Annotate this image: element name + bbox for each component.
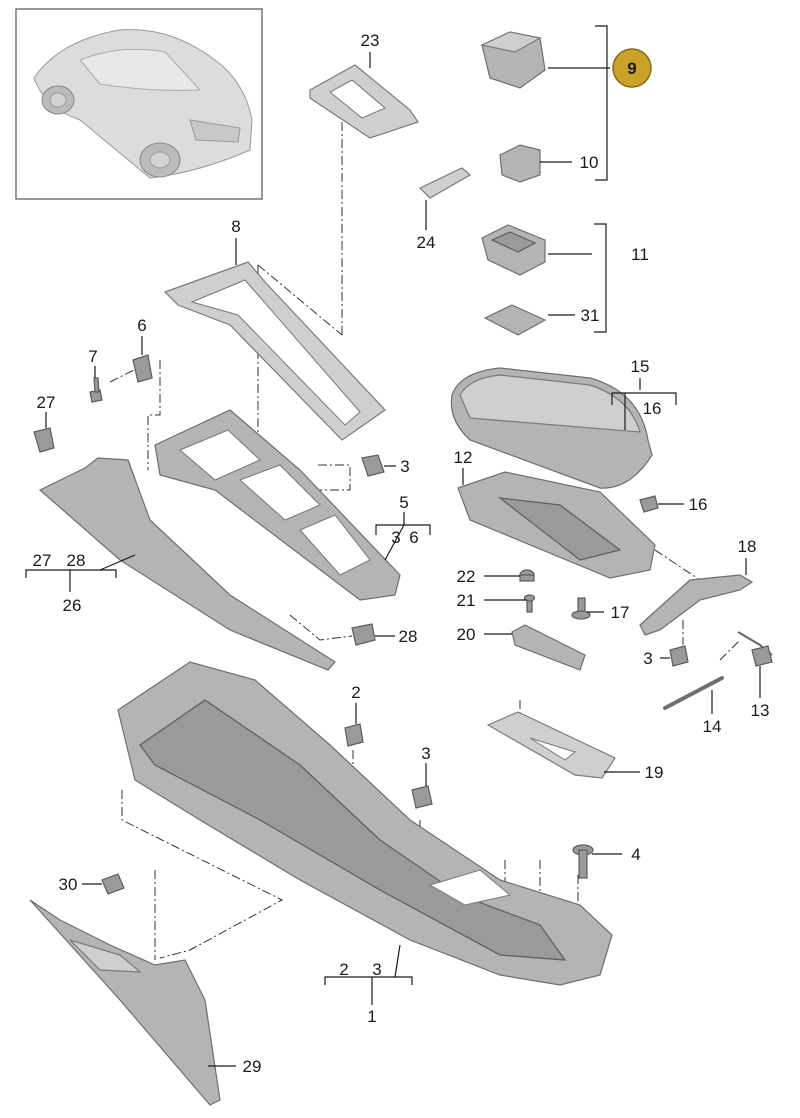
part-30-clip bbox=[101, 873, 125, 895]
part-17-bolt bbox=[571, 597, 591, 620]
part-8-trim-frame bbox=[163, 261, 386, 441]
callout-14[interactable]: 14 bbox=[703, 717, 722, 736]
callout-28[interactable]: 28 bbox=[399, 627, 418, 646]
callout-2[interactable]: 2 bbox=[351, 683, 360, 702]
callout-8[interactable]: 8 bbox=[231, 217, 240, 236]
callout-6[interactable]: 6 bbox=[137, 316, 146, 335]
vehicle-thumbnail bbox=[15, 8, 263, 200]
part-11-tray bbox=[481, 224, 546, 276]
part-12-armrest-base bbox=[457, 471, 656, 579]
callout-6-sub[interactable]: 6 bbox=[409, 528, 418, 547]
part-7-screw bbox=[89, 377, 103, 403]
part-15-armrest-lid bbox=[450, 367, 653, 489]
callout-10[interactable]: 10 bbox=[580, 153, 599, 172]
part-3-clip-c bbox=[411, 785, 433, 809]
callout-13[interactable]: 13 bbox=[751, 701, 770, 720]
part-14-rod bbox=[663, 676, 724, 710]
part-23-shift-trim bbox=[309, 64, 419, 139]
callout-21[interactable]: 21 bbox=[457, 591, 476, 610]
callout-12[interactable]: 12 bbox=[454, 448, 473, 467]
callout-9: 9 bbox=[627, 59, 636, 78]
callout-3[interactable]: 3 bbox=[400, 457, 409, 476]
highlight-badge-9[interactable]: 9 bbox=[612, 48, 652, 88]
callout-20[interactable]: 20 bbox=[457, 625, 476, 644]
part-16-clip bbox=[639, 495, 659, 513]
callout-31[interactable]: 31 bbox=[581, 306, 600, 325]
part-6-clip bbox=[132, 354, 153, 383]
part-3-clip-b bbox=[669, 645, 689, 667]
part-26-side-trim bbox=[38, 457, 336, 671]
part-13-cable bbox=[737, 631, 773, 667]
part-22-bumper bbox=[519, 569, 535, 582]
part-10-insert bbox=[499, 144, 541, 183]
callout-27[interactable]: 27 bbox=[37, 393, 56, 412]
callout-29[interactable]: 29 bbox=[243, 1057, 262, 1076]
callout-28-sub[interactable]: 28 bbox=[67, 551, 86, 570]
callout-16[interactable]: 16 bbox=[689, 495, 708, 514]
part-27-clip bbox=[33, 427, 55, 453]
callout-3-sub[interactable]: 3 bbox=[391, 528, 400, 547]
callout-23[interactable]: 23 bbox=[361, 31, 380, 50]
part-1-main-console bbox=[117, 661, 613, 986]
part-3-clip-a bbox=[361, 454, 385, 477]
leader-lines bbox=[25, 25, 761, 1067]
callout-3-right[interactable]: 3 bbox=[643, 649, 652, 668]
callout-26[interactable]: 26 bbox=[63, 596, 82, 615]
part-28-clip bbox=[351, 623, 376, 646]
callout-5[interactable]: 5 bbox=[399, 493, 408, 512]
part-21-pin bbox=[523, 594, 536, 613]
callout-3-sub-lower[interactable]: 3 bbox=[372, 960, 381, 979]
callout-15[interactable]: 15 bbox=[631, 357, 650, 376]
part-2-clip bbox=[344, 723, 364, 747]
callout-7[interactable]: 7 bbox=[88, 347, 97, 366]
part-5-frame bbox=[154, 409, 401, 601]
part-18-bracket bbox=[639, 574, 754, 636]
callout-1[interactable]: 1 bbox=[367, 1007, 376, 1026]
part-9-cover bbox=[480, 31, 546, 89]
callout-3-lower[interactable]: 3 bbox=[421, 744, 430, 763]
callout-18[interactable]: 18 bbox=[738, 537, 757, 556]
callout-2-sub[interactable]: 2 bbox=[339, 960, 348, 979]
callout-24[interactable]: 24 bbox=[417, 233, 436, 252]
callout-labels: 23 10 24 11 31 8 6 7 27 3 5 3 6 27 28 26… bbox=[33, 31, 770, 1076]
part-29-lower-trim bbox=[29, 899, 221, 1106]
callout-19[interactable]: 19 bbox=[645, 763, 664, 782]
part-24-bracket bbox=[418, 167, 472, 199]
part-19-mat bbox=[486, 711, 616, 779]
callout-11[interactable]: 11 bbox=[631, 245, 649, 264]
callout-30[interactable]: 30 bbox=[59, 875, 78, 894]
callout-17[interactable]: 17 bbox=[611, 603, 630, 622]
part-20-latch bbox=[511, 624, 586, 671]
callout-27-sub[interactable]: 27 bbox=[33, 551, 52, 570]
part-31-mat bbox=[483, 304, 547, 336]
callout-4[interactable]: 4 bbox=[631, 845, 640, 864]
callout-16-sub[interactable]: 16 bbox=[643, 399, 662, 418]
part-4-bolt bbox=[572, 844, 594, 879]
callout-22[interactable]: 22 bbox=[457, 567, 476, 586]
